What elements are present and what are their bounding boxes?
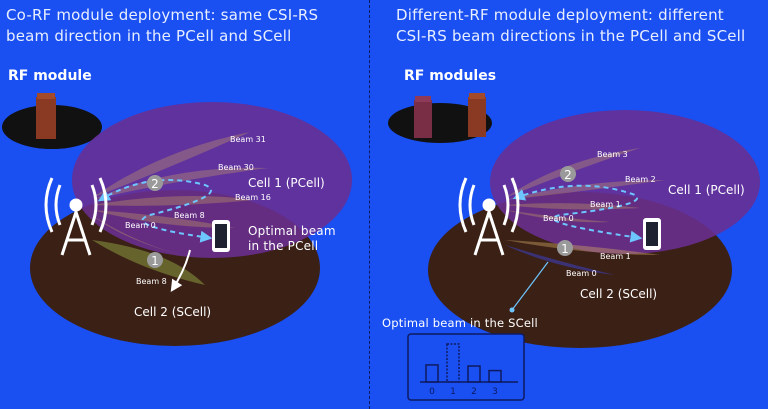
beam-0-scell-label: Beam 0 bbox=[566, 269, 597, 278]
left-beam-switch-arrow bbox=[170, 249, 191, 293]
marker-1: 1 bbox=[557, 240, 573, 256]
histogram-bar-1 bbox=[446, 343, 460, 383]
optimal-beam-pointer bbox=[511, 261, 549, 311]
beam-16-label: Beam 16 bbox=[235, 193, 271, 202]
histogram-tick-1: 1 bbox=[450, 387, 456, 397]
left-scell-label: Cell 2 (SCell) bbox=[134, 305, 211, 319]
left-title: Co-RF module deployment: same CSI-RS bea… bbox=[6, 6, 319, 45]
right-rf-label: RF modules bbox=[404, 68, 497, 84]
right-panel: 2 1 Beam 3 Beam 2 Beam 1 Beam 0 Beam 1 B… bbox=[388, 93, 760, 401]
beam-0-label: Beam 0 bbox=[125, 221, 156, 230]
phone-icon bbox=[212, 220, 230, 252]
beam-31-lobe bbox=[92, 132, 250, 198]
beam-histogram: 0 1 2 3 bbox=[407, 333, 525, 401]
histogram-tick-0: 0 bbox=[429, 387, 435, 397]
marker-2: 2 bbox=[147, 175, 163, 191]
left-optimal-label: Optimal beam in the PCell bbox=[248, 224, 336, 253]
rf-modules-icon bbox=[414, 93, 486, 138]
histogram-bar-0 bbox=[425, 364, 439, 383]
beam-1-label: Beam 1 bbox=[590, 200, 621, 209]
marker-1-text: 1 bbox=[151, 254, 159, 268]
rf-module-icon bbox=[36, 93, 56, 139]
left-rf-label: RF module bbox=[8, 68, 92, 84]
beam-8-label: Beam 8 bbox=[174, 211, 205, 220]
histogram-bar-2 bbox=[467, 365, 481, 383]
beam-3-label: Beam 3 bbox=[597, 150, 628, 159]
phone-icon bbox=[643, 218, 661, 250]
left-pcell-label: Cell 1 (PCell) bbox=[248, 176, 325, 190]
beam-8-scell-label: Beam 8 bbox=[136, 277, 167, 286]
marker-1-text: 1 bbox=[561, 242, 569, 256]
beam-0-label: Beam 0 bbox=[543, 214, 574, 223]
marker-2-text: 2 bbox=[151, 177, 159, 191]
right-pcell-label: Cell 1 (PCell) bbox=[668, 183, 745, 197]
beam-1-scell-lobe bbox=[505, 240, 660, 255]
panel-divider bbox=[369, 0, 370, 409]
beam-31-label: Beam 31 bbox=[230, 135, 266, 144]
antenna-icon bbox=[458, 177, 520, 256]
left-panel: 2 1 Beam 31 Beam 30 Beam 16 Beam 8 Beam … bbox=[2, 93, 352, 346]
marker-2: 2 bbox=[560, 166, 576, 182]
right-scell-label: Cell 2 (SCell) bbox=[580, 287, 657, 301]
beam-30-label: Beam 30 bbox=[218, 163, 254, 172]
antenna-icon bbox=[44, 177, 108, 256]
right-optimal-label: Optimal beam in the SCell bbox=[382, 316, 538, 330]
left-beam-path bbox=[97, 179, 213, 243]
beam-2-label: Beam 2 bbox=[625, 175, 656, 184]
histogram-tick-2: 2 bbox=[471, 387, 477, 397]
marker-2-text: 2 bbox=[564, 168, 572, 182]
beam-1-scell-label: Beam 1 bbox=[600, 252, 631, 261]
optimal-beam-pointer-dot bbox=[509, 307, 515, 313]
marker-1: 1 bbox=[147, 252, 163, 268]
beam-30-lobe bbox=[92, 167, 268, 200]
histogram-bar-3 bbox=[488, 369, 502, 383]
histogram-tick-3: 3 bbox=[492, 387, 498, 397]
right-beam-path bbox=[512, 184, 643, 243]
right-title: Different-RF module deployment: differen… bbox=[396, 6, 746, 45]
